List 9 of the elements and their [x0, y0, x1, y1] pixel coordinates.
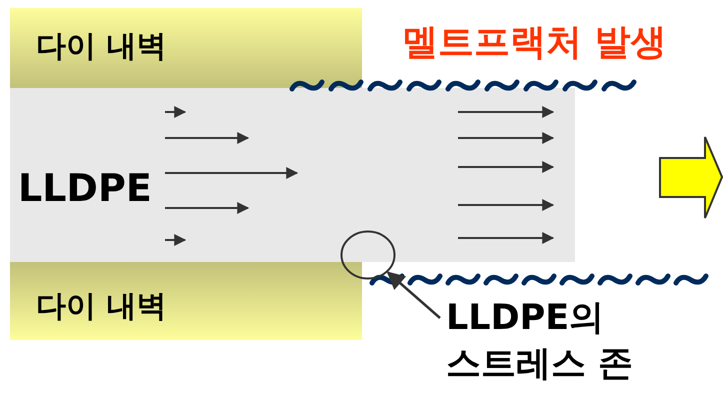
die-wall-block	[10, 262, 362, 340]
die-wall-label: 다이 내벽	[36, 28, 166, 66]
melt-fracture-label: 멜트프랙처 발생	[402, 21, 667, 65]
callout-text: LLDPE의 스트레스 존	[446, 297, 634, 386]
leader-line	[386, 271, 441, 319]
die-wall-block	[10, 8, 362, 88]
melt-flow-channel	[10, 88, 575, 262]
material-label: LLDPE	[18, 166, 152, 210]
die-wall-label: 다이 내벽	[36, 288, 166, 326]
